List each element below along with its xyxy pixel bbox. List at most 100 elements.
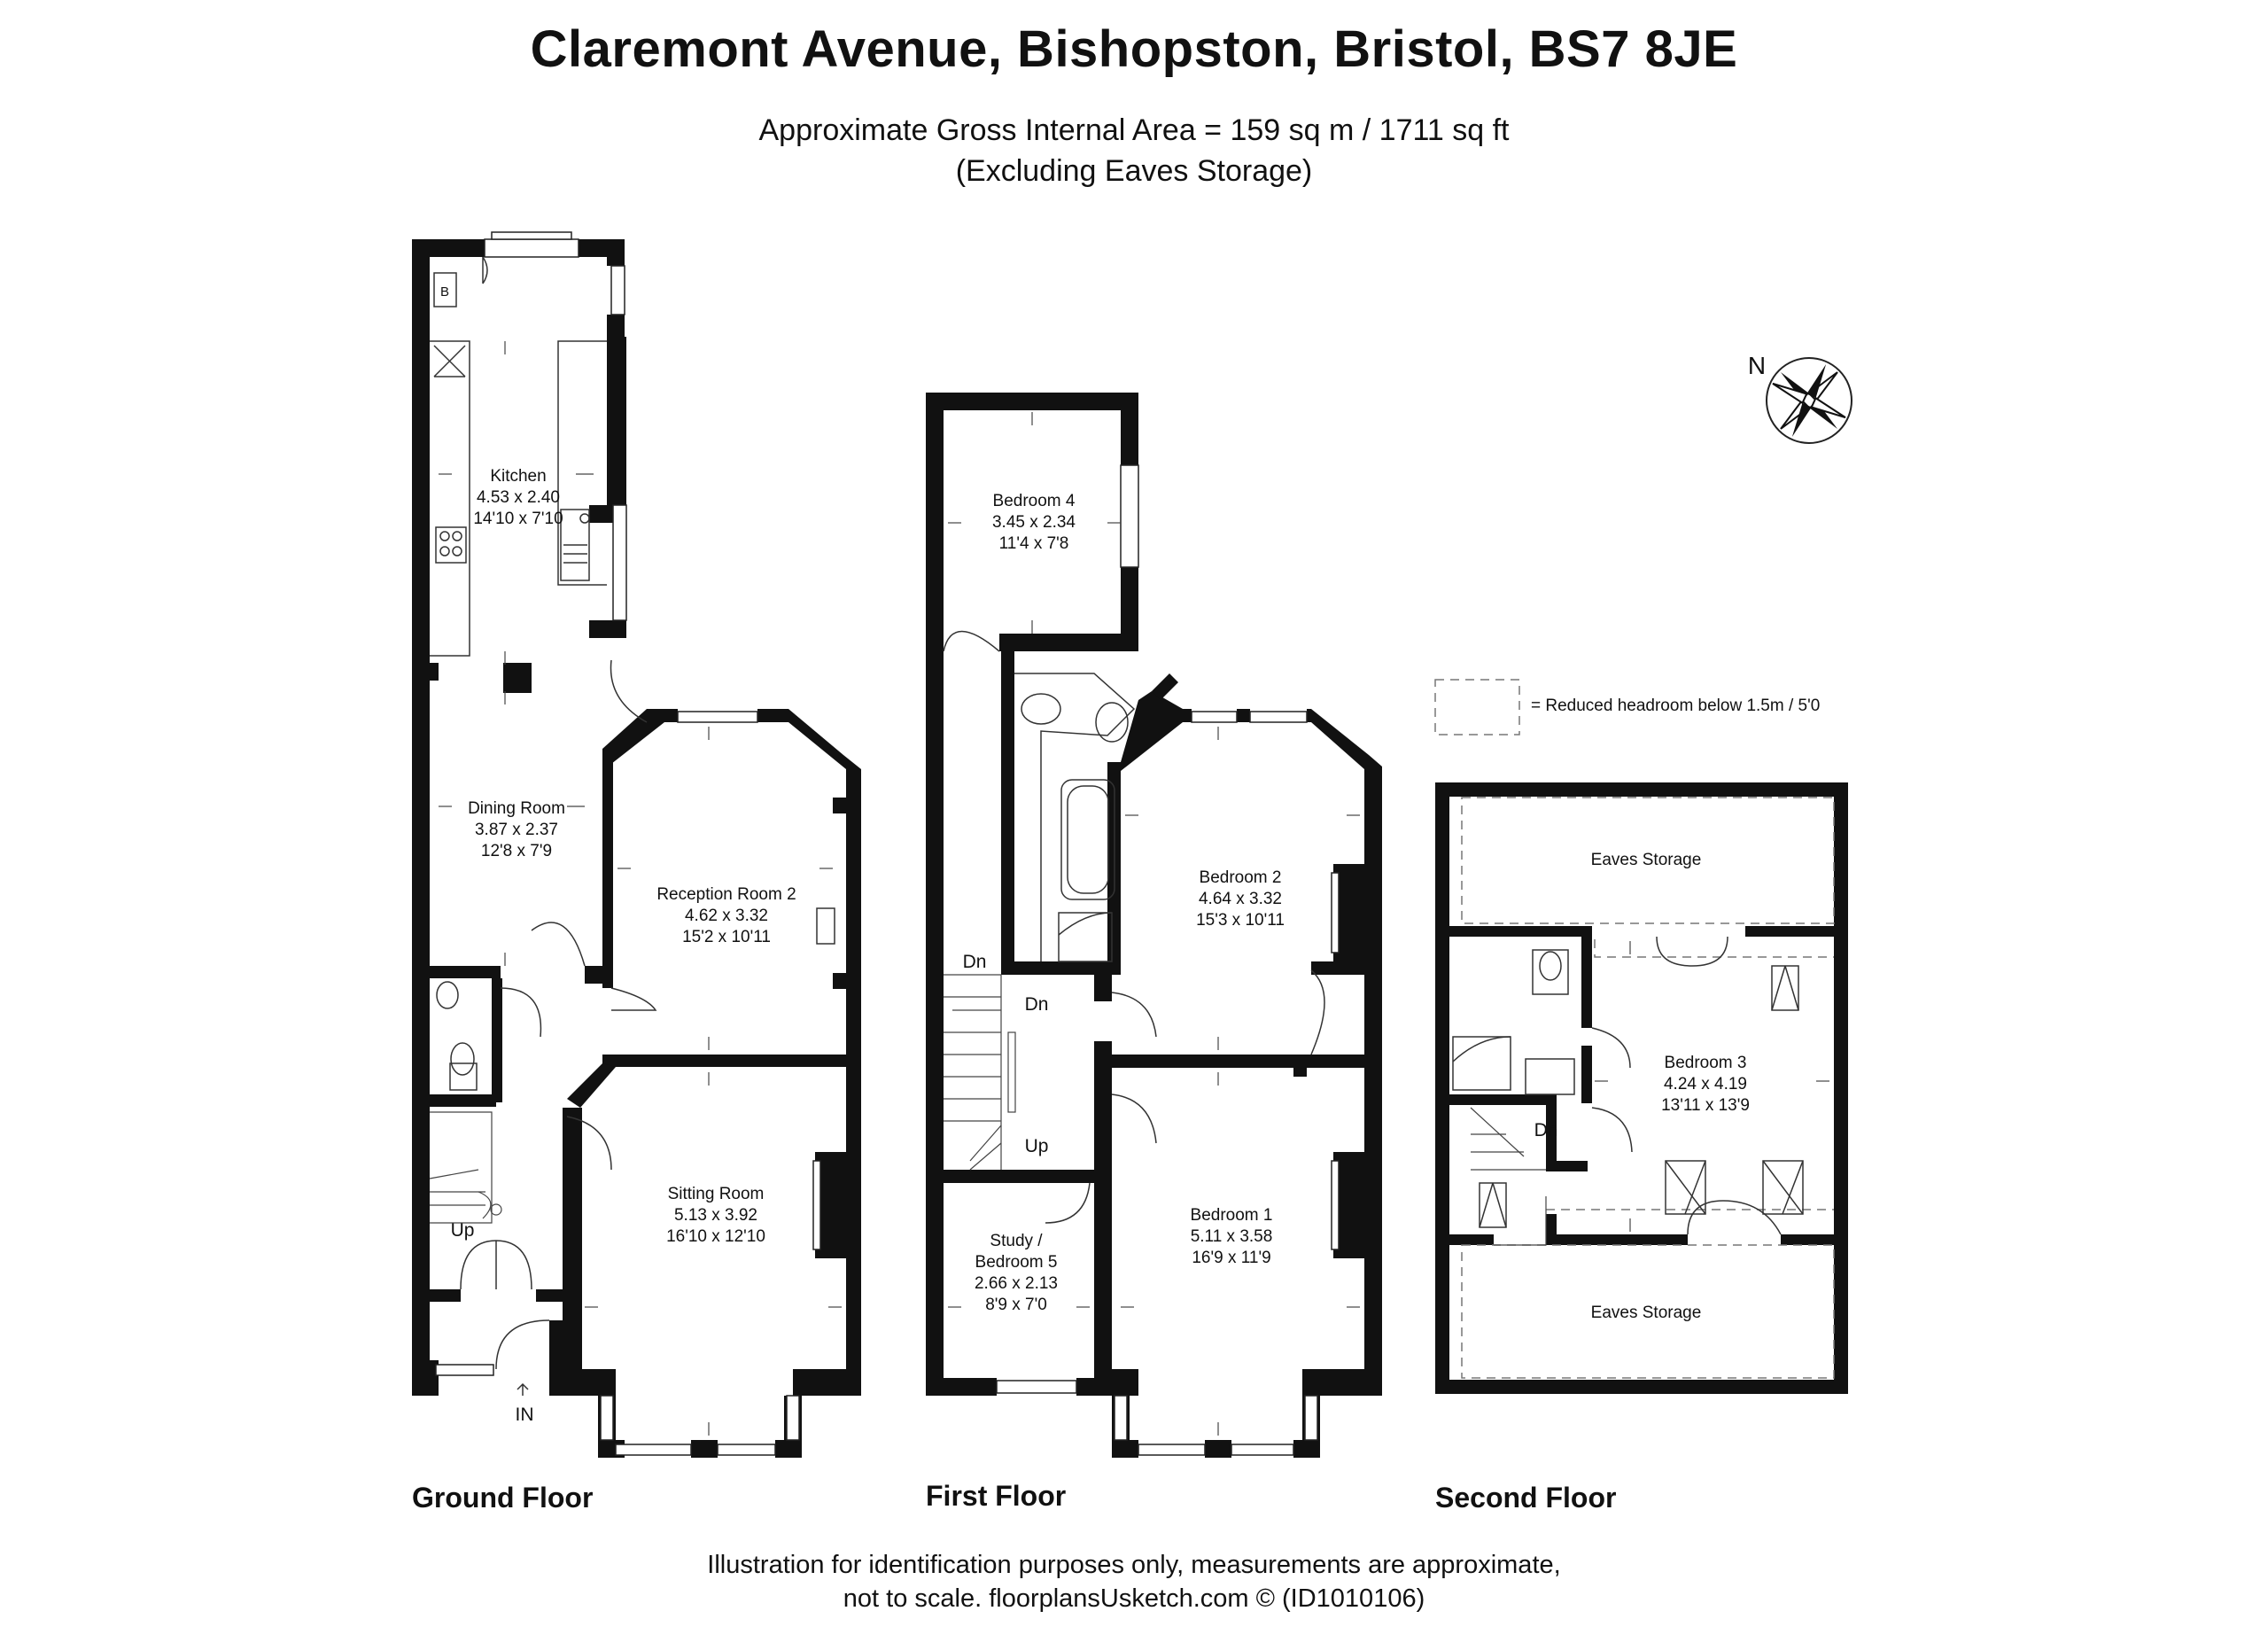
door-swing <box>1111 1094 1157 1144</box>
legend-text: = Reduced headroom below 1.5m / 5'0 <box>1531 697 1821 715</box>
svg-text:Eaves Storage: Eaves Storage <box>1591 1304 1702 1322</box>
window <box>812 1160 821 1250</box>
window <box>1304 1395 1318 1441</box>
entrance-label: IN <box>516 1405 534 1425</box>
gross-area: Approximate Gross Internal Area = 159 sq… <box>758 113 1510 147</box>
window <box>717 1444 776 1456</box>
basin-icon <box>1525 1058 1575 1095</box>
svg-text:4.24 x 4.19: 4.24 x 4.19 <box>1664 1075 1747 1094</box>
window <box>484 238 579 258</box>
basin-icon <box>1021 693 1061 725</box>
legend-swatch <box>1434 679 1520 735</box>
first-stairs <box>944 974 1016 1171</box>
window <box>435 1364 494 1376</box>
ground-floor-plan: B <box>412 231 861 1458</box>
room-dining: Dining Room 3.87 x 2.37 12'8 x 7'9 <box>468 799 565 860</box>
svg-text:3.45 x 2.34: 3.45 x 2.34 <box>992 513 1076 532</box>
window <box>1120 464 1139 568</box>
first-floor-plan: Bedroom 4 3.45 x 2.34 11'4 x 7'8 Bedroom… <box>926 393 1382 1458</box>
svg-text:Bedroom 2: Bedroom 2 <box>1200 868 1282 887</box>
svg-text:Eaves Storage: Eaves Storage <box>1591 851 1702 869</box>
stairs-up-label: Up <box>451 1220 475 1241</box>
svg-text:3.87 x 2.37: 3.87 x 2.37 <box>475 821 558 839</box>
ground-floor-walls <box>412 239 861 1458</box>
door-swing <box>610 987 657 1011</box>
door-swing <box>482 256 488 284</box>
svg-text:16'10 x 12'10: 16'10 x 12'10 <box>666 1227 765 1246</box>
window <box>1249 711 1308 723</box>
svg-text:8'9 x 7'0: 8'9 x 7'0 <box>985 1296 1047 1314</box>
second-floor-label: Second Floor <box>1435 1482 1617 1514</box>
disclaimer-line-2: not to scale. floorplansUsketch.com © (I… <box>843 1584 1425 1613</box>
cupboard-door <box>1310 969 1325 1055</box>
front-door-swing <box>495 1319 550 1370</box>
window <box>612 504 627 621</box>
window <box>786 1395 800 1441</box>
door-swing <box>566 1116 612 1171</box>
window <box>1331 872 1340 953</box>
toilet-icon <box>1095 702 1129 743</box>
shower-room <box>1452 949 1633 1153</box>
bath-icon <box>1060 779 1115 900</box>
room-kitchen: Kitchen 4.53 x 2.40 14'10 x 7'10 <box>473 467 563 528</box>
dimension-markers <box>948 412 1360 1436</box>
svg-text:Bedroom 4: Bedroom 4 <box>993 492 1076 510</box>
door-swing <box>1111 992 1157 1038</box>
boiler-label: B <box>440 284 449 300</box>
room-eaves-storage-bottom: Eaves Storage <box>1591 1304 1702 1322</box>
entry-arrow-icon <box>517 1382 529 1396</box>
toilet-icon <box>1532 949 1569 995</box>
svg-text:15'2 x 10'11: 15'2 x 10'11 <box>682 928 771 946</box>
first-floor-label: First Floor <box>926 1480 1067 1512</box>
window <box>1114 1395 1128 1441</box>
eaves-door-swing <box>1687 1200 1782 1235</box>
basin-icon <box>436 981 459 1009</box>
fireplace-icon <box>816 907 835 945</box>
door-swing <box>1045 1182 1091 1224</box>
boiler <box>433 272 457 307</box>
stairs-up-label: Up <box>1025 1136 1049 1156</box>
second-floor-walls <box>1435 782 1848 1394</box>
room-bedroom-2: Bedroom 2 4.64 x 3.32 15'3 x 10'11 <box>1196 868 1285 930</box>
window-sill <box>491 231 572 240</box>
window <box>1138 1444 1206 1456</box>
svg-text:Reception Room 2: Reception Room 2 <box>656 885 796 904</box>
reduced-headroom-area <box>1461 797 1835 924</box>
svg-text:15'3 x 10'11: 15'3 x 10'11 <box>1196 911 1285 930</box>
second-stairs <box>1470 1107 1547 1246</box>
svg-text:2.66 x 2.13: 2.66 x 2.13 <box>975 1274 1058 1293</box>
door-swing <box>610 659 648 723</box>
sink-icon <box>560 509 590 581</box>
hob-icon <box>435 526 467 564</box>
shower-icon <box>1452 1036 1511 1091</box>
compass-north-label: N <box>1748 352 1766 379</box>
svg-text:Bedroom 5: Bedroom 5 <box>975 1253 1058 1272</box>
window <box>610 265 625 315</box>
compass-rose-icon <box>1766 357 1852 444</box>
toilet-icon <box>450 1042 475 1076</box>
svg-text:14'10 x 7'10: 14'10 x 7'10 <box>473 510 563 528</box>
disclaimer-line-1: Illustration for identification purposes… <box>707 1551 1561 1579</box>
svg-text:4.62 x 3.32: 4.62 x 3.32 <box>685 907 768 925</box>
window <box>600 1395 614 1441</box>
room-bedroom-3: Bedroom 3 4.24 x 4.19 13'11 x 13'9 <box>1661 1054 1750 1115</box>
window <box>1331 1160 1340 1250</box>
shower-icon <box>1058 912 1113 962</box>
door-swing <box>500 987 542 1038</box>
room-sitting: Sitting Room 5.13 x 3.92 16'10 x 12'10 <box>666 1185 765 1246</box>
toilet-cistern <box>449 1062 478 1091</box>
svg-text:11'4 x 7'8: 11'4 x 7'8 <box>999 534 1069 553</box>
eaves-door-swing <box>1656 936 1728 967</box>
svg-text:Bedroom 1: Bedroom 1 <box>1191 1206 1273 1225</box>
svg-text:12'8 x 7'9: 12'8 x 7'9 <box>481 842 552 860</box>
svg-text:13'11 x 13'9: 13'11 x 13'9 <box>1661 1096 1750 1115</box>
reduced-headroom-area <box>1461 1244 1835 1379</box>
page-title: Claremont Avenue, Bishopston, Bristol, B… <box>530 20 1738 78</box>
ground-floor-label: Ground Floor <box>412 1482 594 1514</box>
svg-text:Bedroom 3: Bedroom 3 <box>1665 1054 1747 1072</box>
svg-text:Kitchen: Kitchen <box>490 467 546 486</box>
svg-text:5.11 x 3.58: 5.11 x 3.58 <box>1191 1227 1273 1246</box>
fridge-icon <box>433 345 466 377</box>
skylight-icons <box>1479 965 1804 1228</box>
